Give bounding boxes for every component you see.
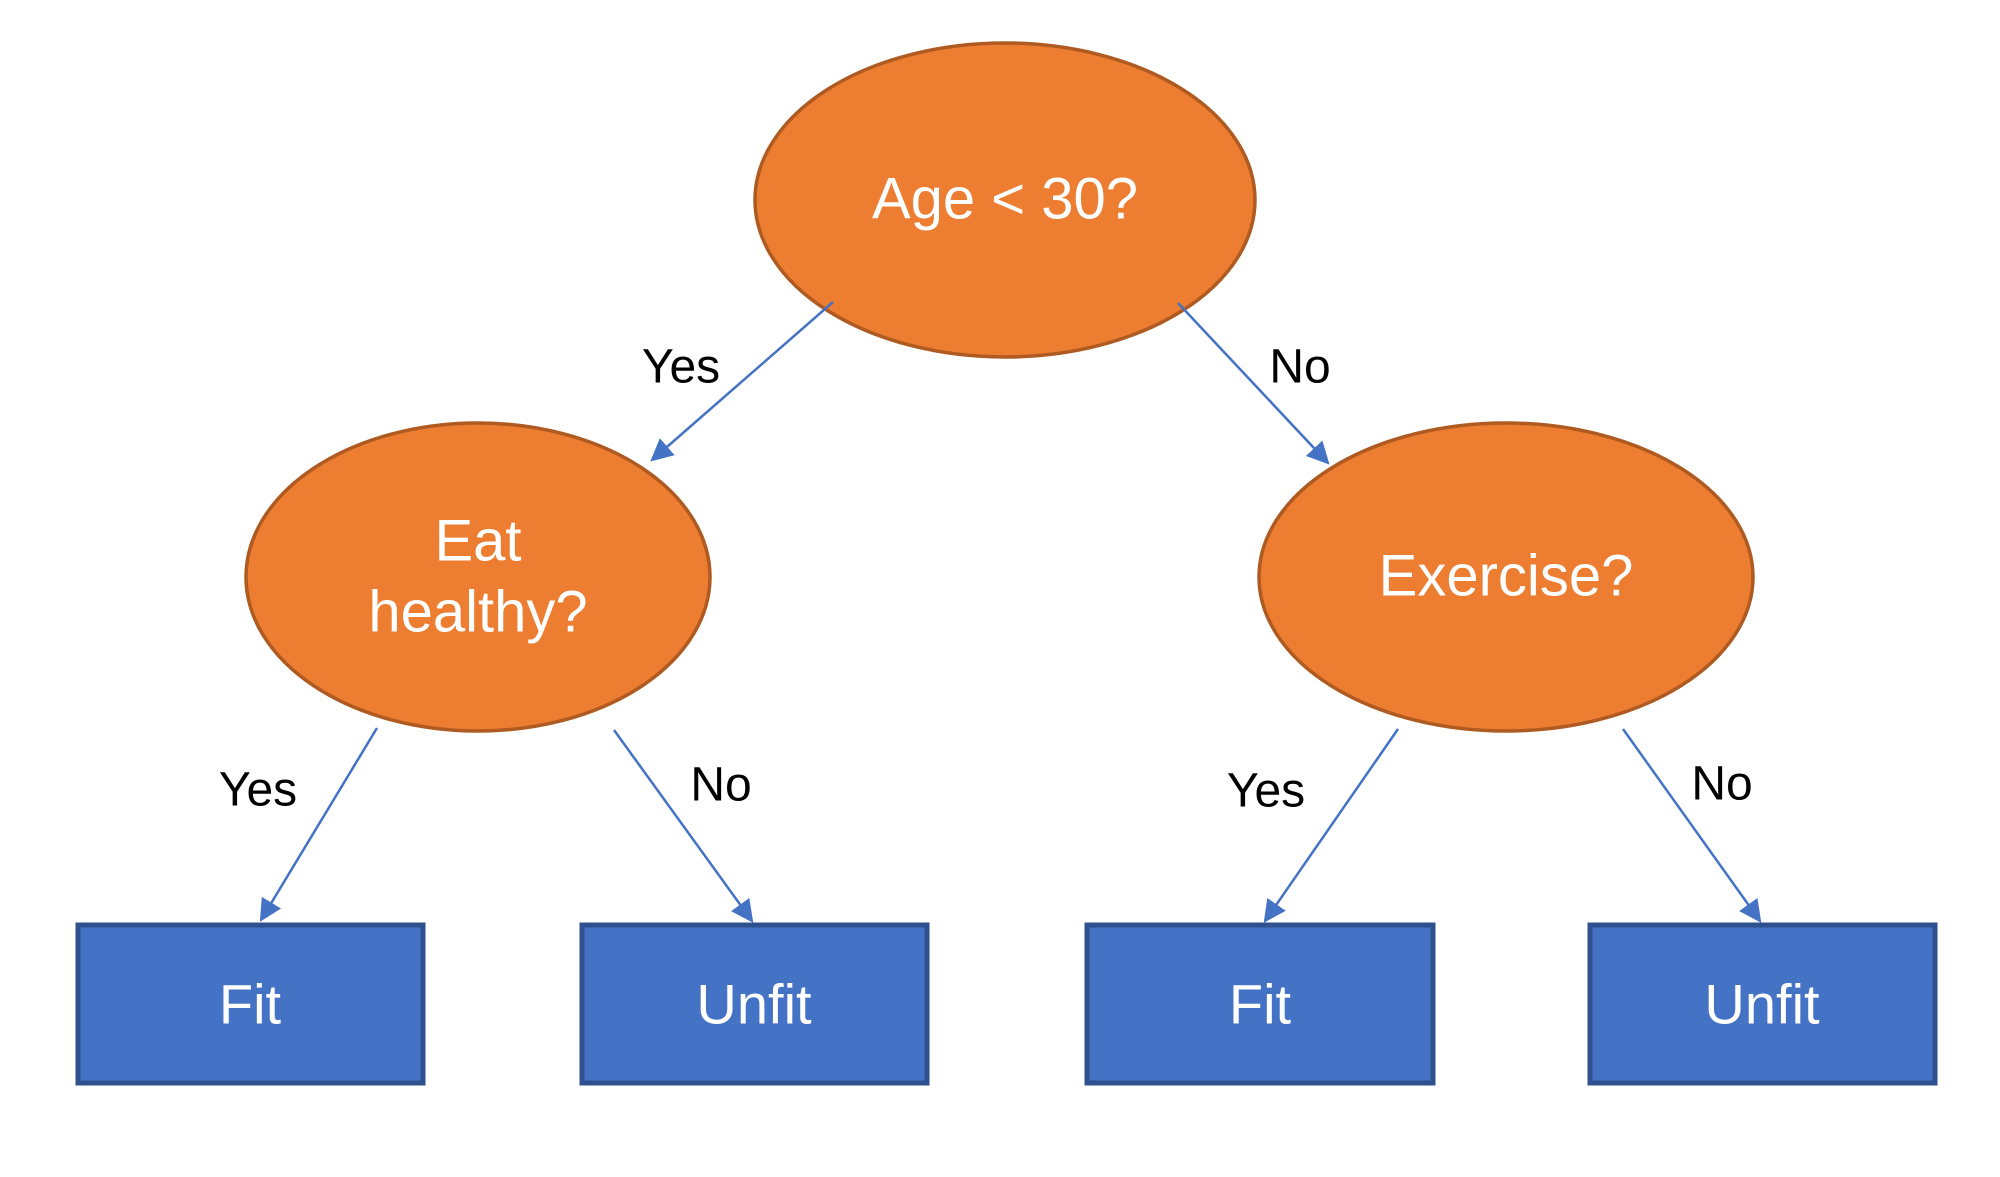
decision-node-age: [753, 41, 1257, 359]
edge-label-root-no: No: [1269, 340, 1331, 394]
edge-exercise-no-arrow: [1621, 728, 1762, 923]
decision-node-exercise-label: Exercise?: [1378, 543, 1634, 609]
edge-label-exercise-yes: Yes: [1226, 764, 1306, 818]
leaf-node-fit-left-label: Fit: [218, 972, 282, 1036]
edge-root-no-arrow: [1177, 302, 1330, 465]
leaf-node-unfit-left-label: Unfit: [696, 972, 812, 1036]
leaf-node-unfit-left: [579, 922, 930, 1086]
leaf-node-unfit-right: [1587, 922, 1938, 1086]
edge-label-root-yes: Yes: [641, 340, 721, 394]
edge-eat-healthy-yes-arrow: [259, 727, 379, 922]
edge-eat-healthy-no-arrow: [612, 729, 754, 923]
leaf-node-unfit-right-label: Unfit: [1704, 972, 1820, 1036]
edge-label-eat-healthy-no: No: [690, 758, 752, 812]
edge-exercise-yes-arrow: [1263, 728, 1400, 923]
leaf-node-fit-right-label: Fit: [1228, 972, 1292, 1036]
edge-root-yes-arrow: [650, 301, 834, 462]
edge-label-eat-healthy-yes: Yes: [218, 763, 298, 817]
edge-label-exercise-no: No: [1691, 757, 1753, 811]
leaf-node-fit-right: [1084, 922, 1436, 1086]
decision-node-eat-healthy: [244, 421, 712, 733]
leaf-node-fit-left: [75, 922, 426, 1086]
decision-node-eat-healthy-label: Eat healthy?: [368, 508, 588, 644]
decision-node-age-label: Age < 30?: [871, 166, 1139, 232]
decision-node-exercise: [1257, 421, 1755, 733]
